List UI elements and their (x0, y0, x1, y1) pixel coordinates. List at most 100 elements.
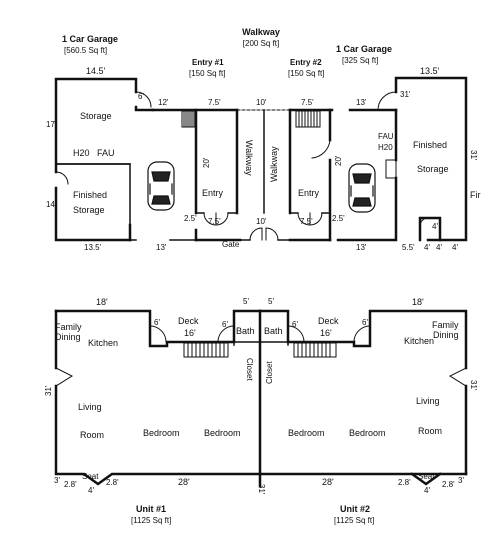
u1-dim-16: 16' (184, 328, 196, 338)
dim-4-c: 4' (452, 243, 458, 252)
u1-dim-2-8b: 2.8' (106, 478, 119, 487)
u2-dining: Dining (433, 330, 459, 340)
u2-dim-6b: 6' (362, 318, 368, 327)
left-garage-interior (55, 163, 197, 241)
u1-dim-4: 4' (88, 486, 94, 495)
u1-bedroom-2: Bedroom (204, 428, 241, 438)
dim-13-5-bottom: 13.5' (84, 243, 102, 252)
dim-18-left: 18' (96, 297, 108, 307)
garage-left-title: 1 Car Garage (62, 34, 119, 44)
room-fau-right: FAU (378, 132, 394, 141)
u1-dim-3: 3' (54, 476, 60, 485)
u1-kitchen: Kitchen (88, 338, 119, 348)
entry2-area: [150 Sq ft] (288, 69, 325, 78)
entry1-area: [150 Sq ft] (189, 69, 226, 78)
dim-10-top: 10' (256, 98, 267, 107)
u2-dim-4: 4' (424, 486, 430, 495)
walkway-area: [200 Sq ft] (242, 39, 280, 48)
room-finished-r2: Storage (417, 164, 449, 174)
dim-7-5-tr: 7.5' (301, 98, 314, 107)
u1-dim-31: 31' (44, 385, 53, 396)
u1-bath: Bath (236, 326, 255, 336)
stairs-right (295, 110, 321, 128)
dim-7-5-tl: 7.5' (208, 98, 221, 107)
u2-room: Room (418, 426, 443, 436)
room-h20: H20 (73, 148, 90, 158)
u2-bedroom-1: Bedroom (288, 428, 325, 438)
unit1-title: Unit #1 (136, 504, 167, 514)
right-garage-walls (336, 76, 468, 242)
garage-right-title: 1 Car Garage (336, 44, 393, 54)
unit-door-swings (55, 325, 467, 387)
dim-14-5: 14.5' (86, 66, 106, 76)
unit1-walls (54, 309, 468, 488)
u2-dim-28: 28' (322, 477, 334, 487)
dim-4-closet: 4' (432, 222, 438, 231)
room-finished-r1: Finished (413, 140, 448, 150)
unit2-walls (258, 309, 468, 486)
fau-unit (385, 159, 397, 179)
u2-dim-16: 16' (320, 328, 332, 338)
dim-5-right: 5' (268, 297, 274, 306)
dim-20-left: 20' (202, 157, 211, 168)
walkway-label-2: Walkway (269, 146, 279, 182)
u1-living: Living (78, 402, 102, 412)
u1-dim-6a: 6' (154, 318, 160, 327)
unit-interior (61, 341, 289, 475)
dim-18-right: 18' (412, 297, 424, 307)
dim-2-5-left: 2.5' (184, 214, 197, 223)
u2-dim-6a: 6' (292, 320, 298, 329)
dim-4-a: 4' (424, 243, 430, 252)
gate-label: Gate (222, 240, 240, 249)
u2-deck: Deck (318, 316, 339, 326)
car-left (147, 161, 175, 211)
entry-walls (151, 108, 398, 242)
walkway-title: Walkway (242, 27, 280, 37)
u1-dim-2-8a: 2.8' (64, 480, 77, 489)
garage-left-area: [560.5 Sq ft] (64, 46, 108, 55)
u2-seat: Seat (418, 472, 435, 481)
dim-31-right: 31' (469, 150, 478, 161)
u2-kitchen: Kitchen (404, 336, 435, 346)
door-swings (55, 91, 429, 241)
room-storage: Storage (80, 111, 112, 121)
dim-10-bottom: 10' (256, 217, 267, 226)
u1-bedroom-1: Bedroom (143, 428, 180, 438)
dim-6-left: 6' (138, 92, 144, 101)
dim-31-center: 31' (257, 484, 266, 495)
room-entry-right: Entry (298, 188, 320, 198)
entry1-title: Entry #1 (192, 58, 224, 67)
u2-dim-3: 3' (458, 476, 464, 485)
dim-2-5-right: 2.5' (332, 214, 345, 223)
room-finished-2: Storage (73, 205, 105, 215)
u2-dim-2-8b: 2.8' (442, 480, 455, 489)
room-h20-right: H20 (378, 143, 393, 152)
u1-deck: Deck (178, 316, 199, 326)
u2-living: Living (416, 396, 440, 406)
dim-20-right: 20' (334, 155, 343, 166)
entry2-title: Entry #2 (290, 58, 322, 67)
u1-dining: Dining (55, 332, 81, 342)
u1-closet: Closet (245, 358, 254, 381)
room-fau: FAU (97, 148, 115, 158)
dim-13-br: 13' (356, 243, 367, 252)
u2-bath: Bath (264, 326, 283, 336)
dim-7-5-br: 7.5' (300, 217, 313, 226)
dim-7-5-bl: 7.5' (208, 217, 221, 226)
stairs-left (181, 110, 197, 128)
unit1-area: [1125 Sq ft] (131, 516, 172, 525)
u1-family: Family (55, 322, 82, 332)
room-entry-left: Entry (202, 188, 224, 198)
dim-4-b: 4' (436, 243, 442, 252)
room-finished-1: Finished (73, 190, 108, 200)
dim-13-5-top: 13.5' (420, 66, 440, 76)
u2-closet: Closet (265, 361, 274, 384)
car-right (348, 163, 376, 213)
walkway-label-1: Walkway (244, 140, 254, 176)
dim-14: 14' (46, 200, 57, 209)
u1-dim-28: 28' (178, 477, 190, 487)
dim-5-left: 5' (243, 297, 249, 306)
walkway-divider (195, 109, 331, 241)
left-garage-walls (54, 77, 155, 242)
